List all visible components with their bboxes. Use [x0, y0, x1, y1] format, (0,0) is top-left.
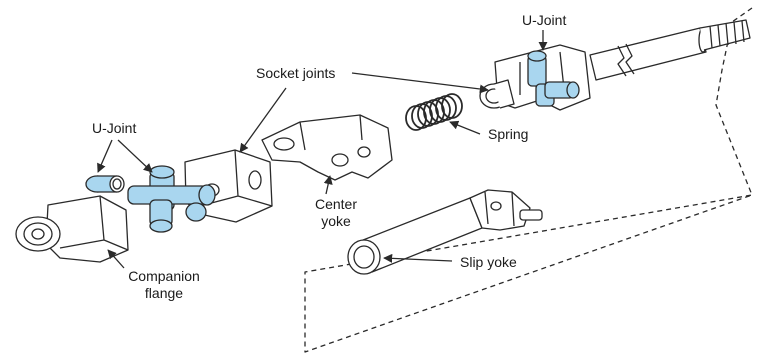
label-companion-line1: Companion	[128, 268, 200, 284]
label-u-joint-left: U-Joint	[92, 120, 137, 136]
center-yoke	[261, 114, 393, 181]
label-center-yoke: Center yoke	[308, 196, 364, 230]
leader-lines	[97, 30, 548, 269]
label-socket-joints: Socket joints	[256, 65, 336, 81]
slip-yoke	[347, 189, 543, 275]
label-center-yoke-line2: yoke	[321, 213, 351, 229]
label-slip-yoke: Slip yoke	[460, 254, 517, 270]
dashed-plane-outline	[304, 7, 753, 353]
bearing-cup	[85, 175, 125, 193]
u-joint-left-cross	[127, 165, 216, 233]
label-center-yoke-line1: Center	[314, 196, 358, 212]
spring	[405, 93, 463, 131]
label-spring: Spring	[488, 126, 529, 142]
companion-flange	[15, 195, 129, 263]
shaft-tube	[589, 19, 751, 81]
label-companion-flange: Companion flange	[118, 268, 210, 302]
label-companion-line2: flange	[144, 285, 184, 301]
u-joint-top-assembly	[479, 44, 591, 111]
label-u-joint-top: U-Joint	[522, 12, 567, 28]
